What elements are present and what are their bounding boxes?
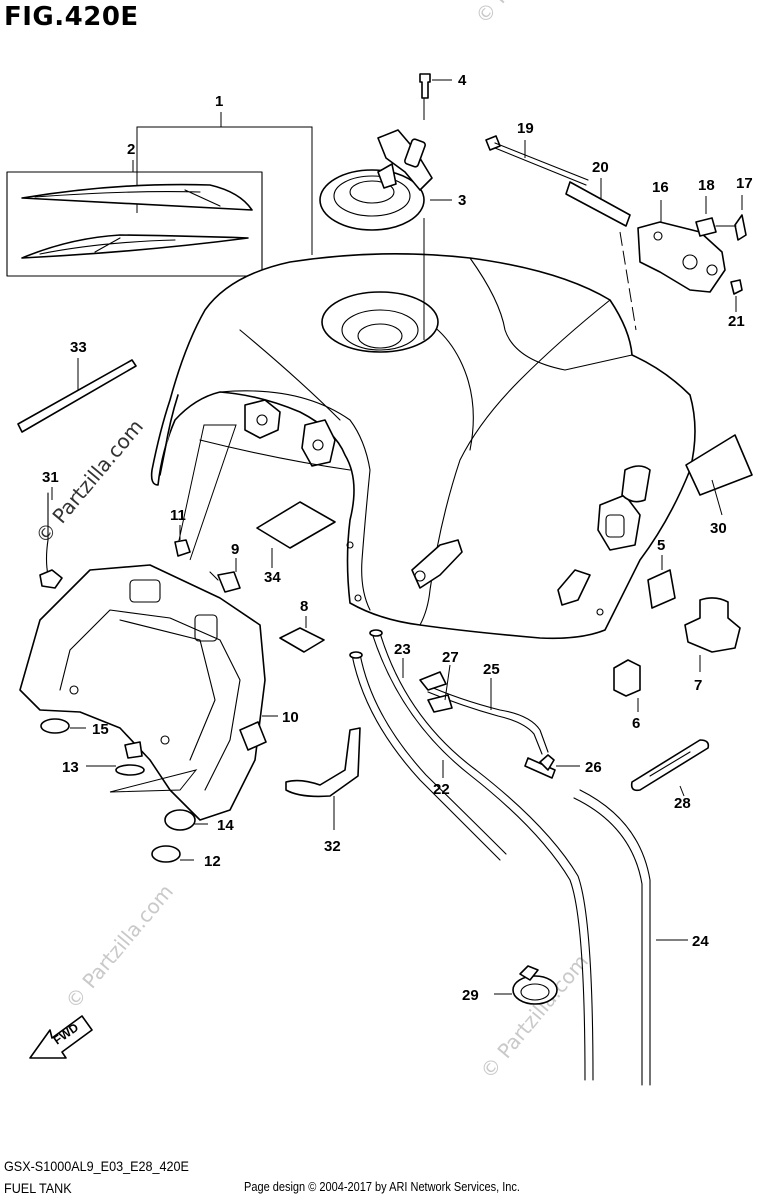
callout-13: 13 xyxy=(62,759,79,776)
callout-6: 6 xyxy=(632,715,640,732)
callout-3: 3 xyxy=(458,192,466,209)
figure-title: FIG.420E xyxy=(4,2,139,32)
callout-18: 18 xyxy=(698,177,715,194)
callout-10: 10 xyxy=(282,709,299,726)
callout-26: 26 xyxy=(585,759,602,776)
callout-1: 1 xyxy=(215,93,223,110)
fuel-hoses[interactable] xyxy=(349,629,688,1086)
forward-direction-arrow: FWD xyxy=(29,1015,93,1059)
callout-22: 22 xyxy=(433,781,450,798)
mount-bracket[interactable] xyxy=(619,195,747,331)
fuel-cap-assembly[interactable] xyxy=(319,73,452,340)
ground-wire[interactable] xyxy=(39,487,63,589)
tank-pad[interactable] xyxy=(685,434,753,516)
callout-19: 19 xyxy=(517,120,534,137)
callout-23: 23 xyxy=(394,641,411,658)
callout-31: 31 xyxy=(42,469,59,486)
hose-clamp[interactable] xyxy=(494,965,558,1005)
hose-joint[interactable] xyxy=(524,754,580,779)
callout-28: 28 xyxy=(674,795,691,812)
callout-8: 8 xyxy=(300,598,308,615)
copyright-notice: Page design © 2004-2017 by ARI Network S… xyxy=(244,1180,520,1194)
callout-15: 15 xyxy=(92,721,109,738)
callout-9: 9 xyxy=(231,541,239,558)
callout-33: 33 xyxy=(70,339,87,356)
mount-cushions[interactable] xyxy=(40,718,208,863)
callout-29: 29 xyxy=(462,987,479,1004)
section-name: FUEL TANK xyxy=(4,1180,72,1196)
cushion-strip[interactable] xyxy=(17,358,137,433)
callout-34: 34 xyxy=(264,569,281,586)
model-code: GSX-S1000AL9_E03_E28_420E xyxy=(4,1158,189,1174)
watermark: © Partzilla.com xyxy=(60,880,178,1014)
fuel-tank[interactable] xyxy=(150,253,696,640)
tank-strap[interactable] xyxy=(630,739,710,797)
callout-32: 32 xyxy=(324,838,341,855)
callout-25: 25 xyxy=(483,661,500,678)
callout-21: 21 xyxy=(728,313,745,330)
callout-14: 14 xyxy=(217,817,234,834)
callout-4: 4 xyxy=(458,72,467,89)
callout-5: 5 xyxy=(657,537,665,554)
callout-12: 12 xyxy=(204,853,221,870)
damper-rubber[interactable] xyxy=(279,616,325,653)
hose-bracket[interactable] xyxy=(285,727,361,830)
callout-16: 16 xyxy=(652,179,669,196)
decal-set[interactable] xyxy=(6,112,313,277)
small-fasteners[interactable] xyxy=(174,525,241,593)
callout-27: 27 xyxy=(442,649,459,666)
callout-30: 30 xyxy=(710,520,727,537)
protector-sheet[interactable] xyxy=(256,501,336,568)
watermark: © Partzilla.com xyxy=(470,0,588,28)
callout-numbers: 1 2 3 4 5 6 7 8 9 10 11 12 13 14 15 16 1… xyxy=(42,72,753,1004)
lower-tank-bracket[interactable] xyxy=(19,424,278,821)
callout-2: 2 xyxy=(127,141,135,158)
callout-7: 7 xyxy=(694,677,702,694)
callout-20: 20 xyxy=(592,159,609,176)
callout-17: 17 xyxy=(736,175,753,192)
callout-11: 11 xyxy=(170,507,186,524)
side-fittings[interactable] xyxy=(613,555,741,712)
long-bolt-and-sleeve[interactable] xyxy=(485,135,631,227)
callout-24: 24 xyxy=(692,933,709,950)
